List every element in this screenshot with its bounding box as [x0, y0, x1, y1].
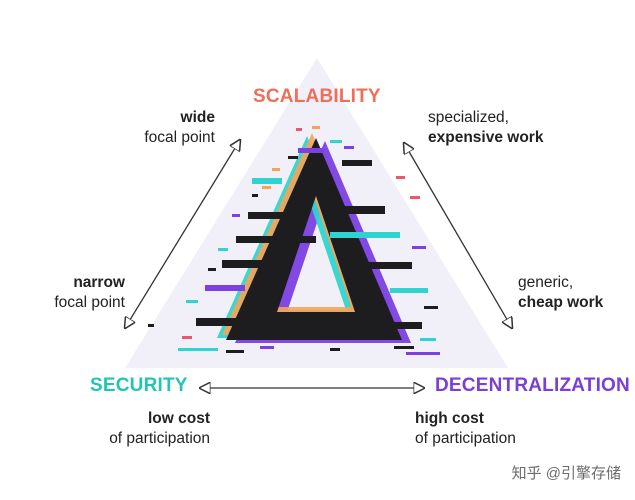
- label-specialized-expensive-work: specialized, expensive work: [428, 108, 543, 148]
- label-high-cost-sub: of participation: [415, 430, 516, 447]
- label-narrow: narrow: [73, 274, 125, 291]
- label-wide-sub: focal point: [144, 129, 215, 146]
- label-wide: wide: [180, 109, 215, 126]
- label-specialized: specialized,: [428, 109, 509, 126]
- label-narrow-focal-point: narrow focal point: [54, 273, 125, 313]
- watermark-text: 知乎 @引擎存储: [511, 465, 621, 482]
- label-low-cost-bold: low cost: [147, 410, 210, 427]
- arrow-right-edge: [404, 143, 512, 328]
- label-narrow-sub: focal point: [54, 294, 125, 311]
- label-expensive-work: expensive work: [428, 129, 544, 146]
- corner-label-decentralization: DECENTRALIZATION: [435, 375, 630, 396]
- label-wide-focal-point: wide focal point: [144, 108, 215, 148]
- label-high-cost-bold: high cost: [415, 410, 484, 427]
- label-cheap-work: cheap work: [518, 294, 604, 311]
- glitch-black-layer: [226, 138, 402, 340]
- arrow-left-edge: [125, 140, 240, 328]
- corner-label-security: SECURITY: [90, 375, 188, 396]
- label-low-cost-sub: of participation: [109, 430, 210, 447]
- label-high-cost: high cost of participation: [415, 409, 516, 449]
- corner-label-scalability: SCALABILITY: [253, 86, 381, 107]
- label-low-cost: low cost of participation: [109, 409, 210, 449]
- label-generic-cheap-work: generic, cheap work: [518, 273, 603, 313]
- label-generic: generic,: [518, 274, 574, 291]
